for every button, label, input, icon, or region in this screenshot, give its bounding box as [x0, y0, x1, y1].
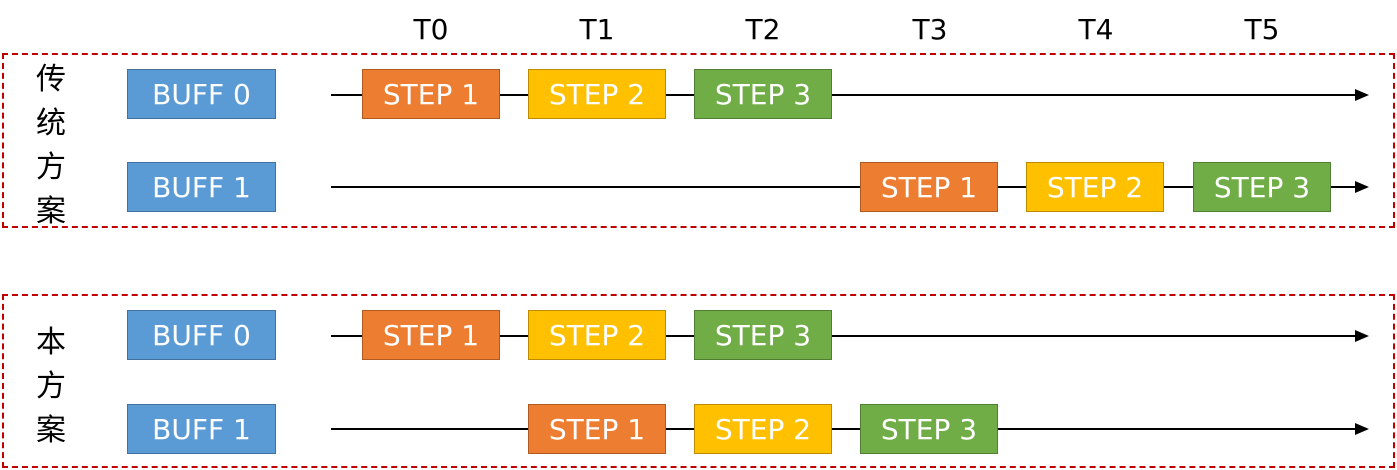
buff-1-proposed: BUFF 1 — [127, 404, 276, 454]
buff-0-traditional: BUFF 0 — [127, 69, 276, 119]
timeline-track — [331, 335, 1357, 337]
step-1-box: STEP 1 — [860, 162, 998, 212]
step-3-box: STEP 3 — [694, 69, 832, 119]
panel-traditional — [2, 53, 1395, 228]
step-2-box: STEP 2 — [1026, 162, 1164, 212]
time-label-t5: T5 — [1244, 13, 1280, 46]
step-3-box: STEP 3 — [860, 404, 998, 454]
step-2-box: STEP 2 — [528, 69, 666, 119]
panel-proposed-label: 本 方 案 — [31, 321, 71, 453]
label-char: 方 — [36, 369, 66, 404]
panel-proposed — [2, 294, 1395, 468]
timeline-arrow — [1355, 330, 1369, 342]
timeline-arrow — [1355, 423, 1369, 435]
step-2-box: STEP 2 — [694, 404, 832, 454]
step-3-box: STEP 3 — [1193, 162, 1331, 212]
time-label-t4: T4 — [1078, 13, 1114, 46]
time-label-t2: T2 — [745, 13, 781, 46]
step-1-box: STEP 1 — [362, 69, 500, 119]
timeline-track — [331, 94, 1357, 96]
panel-traditional-label: 传 统 方 案 — [31, 58, 71, 234]
time-label-t3: T3 — [912, 13, 948, 46]
timeline-arrow — [1355, 89, 1369, 101]
step-2-box: STEP 2 — [528, 310, 666, 360]
label-char: 方 — [36, 150, 66, 185]
label-char: 案 — [36, 413, 66, 448]
time-label-t1: T1 — [579, 13, 615, 46]
label-char: 本 — [36, 325, 66, 360]
time-label-t0: T0 — [413, 13, 449, 46]
step-3-box: STEP 3 — [694, 310, 832, 360]
step-1-box: STEP 1 — [362, 310, 500, 360]
label-char: 传 — [36, 62, 66, 97]
timeline-track — [331, 428, 1357, 430]
step-1-box: STEP 1 — [528, 404, 666, 454]
buff-0-proposed: BUFF 0 — [127, 310, 276, 360]
label-char: 案 — [36, 194, 66, 229]
buff-1-traditional: BUFF 1 — [127, 162, 276, 212]
timeline-arrow — [1355, 181, 1369, 193]
timeline-track — [331, 186, 1357, 188]
label-char: 统 — [36, 106, 66, 141]
